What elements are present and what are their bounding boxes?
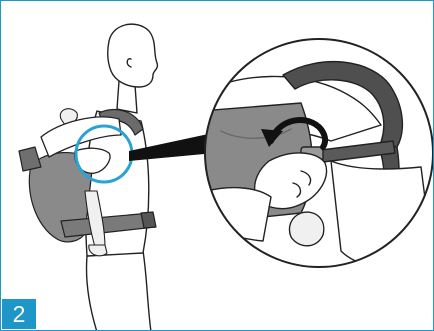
magnified-detail — [197, 39, 433, 268]
step-number-badge: 2 — [2, 299, 36, 329]
